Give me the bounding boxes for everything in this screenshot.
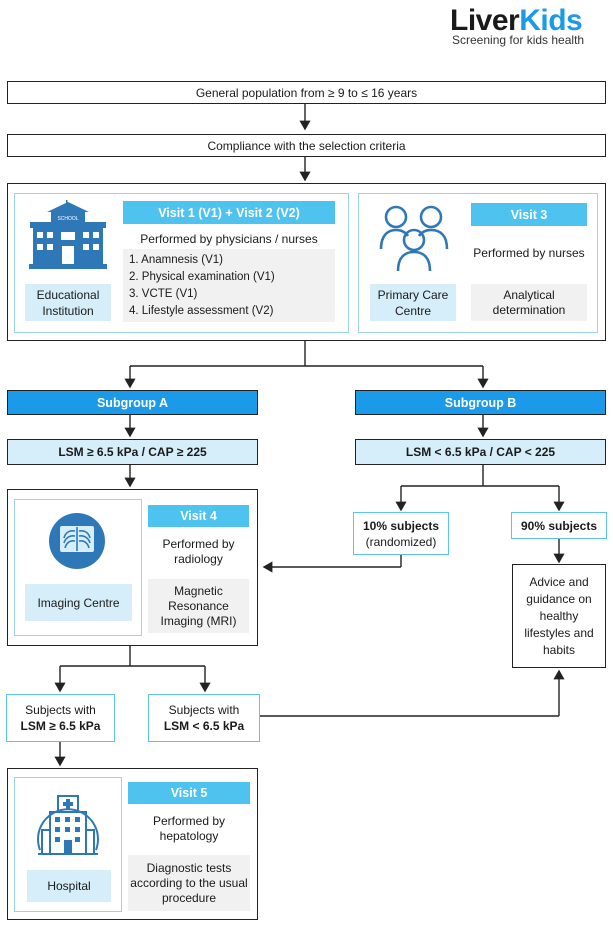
svg-text:SCHOOL: SCHOOL	[57, 216, 78, 222]
randomized-note: (randomized)	[365, 534, 437, 549]
educational-institution-label: Educational Institution	[25, 284, 111, 321]
visit-3-task: Analytical determination	[471, 284, 587, 321]
visit-1-2-task-item: 4. Lifestyle assessment (V2)	[129, 305, 274, 317]
lsm-low-result-box: Subjects with LSM < 6.5 kPa	[148, 694, 260, 742]
school-building-icon: SCHOOL	[29, 200, 107, 269]
subgroup-b-criteria: LSM < 6.5 kPa / CAP < 225	[355, 439, 606, 465]
lifestyle-advice-box: Advice and guidance on healthy lifestyle…	[512, 564, 606, 668]
population-step: General population from ≥ 9 to ≤ 16 year…	[7, 81, 606, 104]
visit-5-task: Diagnostic tests according to the usual …	[128, 855, 250, 911]
xray-chest-icon	[49, 513, 105, 569]
visit-1-2-task-item: 3. VCTE (V1)	[129, 288, 198, 300]
lsm-low-result-line2: LSM < 6.5 kPa	[163, 719, 245, 733]
visit-1-2-tasks: 1. Anamnesis (V1) 2. Physical examinatio…	[123, 249, 335, 322]
visit-3-header: Visit 3	[471, 203, 587, 226]
ten-percent-subjects-box: 10% subjects (randomized)	[353, 512, 449, 555]
visit-4-performed-by: Performed by radiology	[162, 537, 235, 566]
brand-logo: LiverKids	[450, 4, 583, 38]
visit-1-2-header: Visit 1 (V1) + Visit 2 (V2)	[123, 201, 335, 224]
visit-1-2-task-item: 1. Anamnesis (V1)	[129, 254, 223, 266]
hospital-label: Hospital	[27, 870, 111, 902]
lsm-low-result-line1: Subjects with	[168, 703, 240, 717]
hospital-building-icon	[37, 795, 99, 855]
subgroup-a-criteria: LSM ≥ 6.5 kPa / CAP ≥ 225	[7, 439, 258, 465]
ten-percent-subjects-title: 10% subjects	[362, 518, 440, 533]
visit-4-header: Visit 4	[148, 505, 249, 527]
primary-care-centre-label: Primary Care Centre	[370, 284, 456, 321]
ninety-percent-subjects-box: 90% subjects	[511, 512, 607, 539]
brand-name-part1: Liver	[450, 4, 520, 37]
selection-criteria-step: Compliance with the selection criteria	[7, 134, 606, 157]
subgroup-a: Subgroup A	[7, 390, 258, 415]
visit-1-2-performed-by: Performed by physicians / nurses	[140, 231, 318, 246]
brand-name-part2: Kids	[519, 4, 583, 37]
visit-5-performed-by: Performed by hepatology	[152, 814, 226, 843]
imaging-centre-label: Imaging Centre	[25, 584, 132, 621]
lsm-high-result-line1: Subjects with	[25, 703, 96, 717]
lsm-high-result-line2: LSM ≥ 6.5 kPa	[20, 719, 101, 733]
people-group-icon	[379, 205, 449, 272]
visit-4-task: Magnetic Resonance Imaging (MRI)	[148, 579, 249, 633]
brand-tagline: Screening for kids health	[452, 33, 585, 47]
visit-1-2-task-item: 2. Physical examination (V1)	[129, 271, 275, 283]
visit-3-performed-by: Performed by nurses	[473, 245, 585, 260]
visit-5-header: Visit 5	[128, 782, 250, 804]
lsm-high-result-box: Subjects with LSM ≥ 6.5 kPa	[6, 694, 115, 742]
subgroup-b: Subgroup B	[355, 390, 606, 415]
